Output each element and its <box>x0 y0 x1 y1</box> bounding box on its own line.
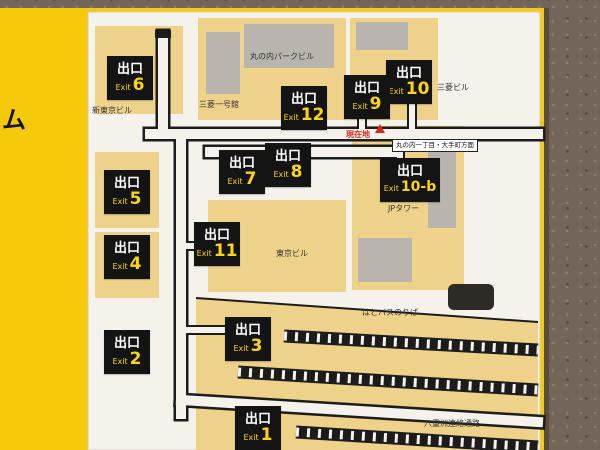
building-footprints <box>206 22 456 282</box>
exit-jp-text: 出口 <box>234 322 261 338</box>
sign-left-text: ム <box>2 106 26 134</box>
exit-en-text: Exit <box>243 432 259 442</box>
exit-jp-text: 出口 <box>395 65 422 81</box>
label-hato-bus-stop: はとバスのりば <box>362 308 418 317</box>
exit-number: 8 <box>290 161 303 182</box>
exit-jp-text: 出口 <box>113 175 140 191</box>
exit-en-text: Exit <box>283 112 299 122</box>
exit-jp-text: 出口 <box>396 163 423 179</box>
exit-en-text: Exit <box>352 101 368 111</box>
exit-jp-text: 出口 <box>113 335 140 351</box>
exit-en-text: Exit <box>112 356 128 366</box>
exit-en-text: Exit <box>233 343 249 353</box>
label-mitsubishi-building: 三菱ビル <box>437 83 469 92</box>
exit-en-text: Exit <box>383 183 399 193</box>
you-are-here-arrow-icon <box>375 124 385 133</box>
exit-number: 9 <box>369 93 382 114</box>
exit-en-text: Exit <box>273 169 289 179</box>
exit-jp-text: 出口 <box>116 61 143 77</box>
exit-en-text: Exit <box>227 176 243 186</box>
exit-jp-text: 出口 <box>353 80 380 96</box>
exit-number: 7 <box>244 168 257 189</box>
direction-sign-box: 丸の内一丁目・大手町方面 <box>392 139 478 152</box>
exit-number: 3 <box>250 335 263 356</box>
label-marunouchi-park-building: 丸の内パークビル <box>250 52 314 61</box>
label-mitsubishi-ichigokan: 三菱一号館 <box>199 100 239 109</box>
exit-number: 2 <box>129 348 142 369</box>
exit-en-text: Exit <box>196 248 212 258</box>
exit-number: 4 <box>129 253 142 274</box>
exit-en-text: Exit <box>388 86 404 96</box>
corridor-end-cap <box>155 30 171 38</box>
dark-structure <box>448 284 494 310</box>
label-jp-tower: JPタワー <box>388 204 420 213</box>
label-tokyo-building: 東京ビル <box>276 249 308 258</box>
exit-jp-text: 出口 <box>290 91 317 107</box>
railway-tracks <box>237 329 539 450</box>
you-are-here-label: 現在地 <box>346 130 370 139</box>
exit-number: 11 <box>213 240 238 261</box>
exit-jp-text: 出口 <box>113 240 140 256</box>
label-shin-tokyo-building: 新東京ビル <box>92 106 132 115</box>
exit-en-text: Exit <box>112 261 128 271</box>
exit-en-text: Exit <box>112 196 128 206</box>
exit-number: 6 <box>132 74 145 95</box>
block-boundary-line <box>195 297 539 323</box>
exit-en-text: Exit <box>115 82 131 92</box>
exit-number: 12 <box>300 104 325 125</box>
exit-number: 1 <box>260 424 273 445</box>
walkway-corridors <box>142 28 546 430</box>
exit-jp-text: 出口 <box>203 227 230 243</box>
exit-number: 10-b <box>400 178 437 195</box>
exit-number: 5 <box>129 188 142 209</box>
exit-jp-text: 出口 <box>244 411 271 427</box>
exit-number: 10 <box>405 78 430 99</box>
exit-jp-text: 出口 <box>228 155 255 171</box>
exit-jp-text: 出口 <box>274 148 301 164</box>
label-yaesu-passage: 八重洲連絡通路 <box>424 419 480 428</box>
